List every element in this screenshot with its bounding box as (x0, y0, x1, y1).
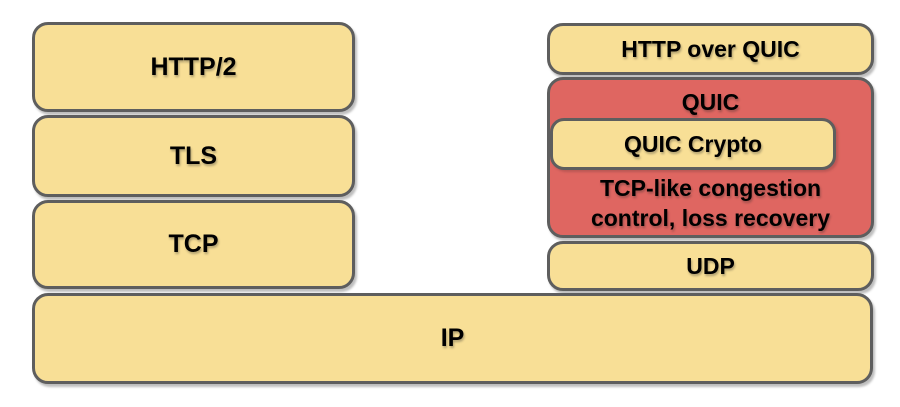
box-http2-label: HTTP/2 (150, 52, 237, 81)
box-quic-crypto: QUIC Crypto (550, 118, 836, 170)
box-quic-crypto-label: QUIC Crypto (624, 130, 762, 157)
box-quic: QUIC QUIC Crypto TCP-like congestion con… (547, 77, 874, 238)
quic-congestion-text: TCP-like congestion control, loss recove… (550, 173, 871, 233)
quic-congestion-line2: control, loss recovery (590, 205, 831, 231)
box-tls-label: TLS (169, 141, 218, 170)
box-ip-label: IP (440, 324, 465, 352)
box-http2: HTTP/2 (32, 22, 355, 112)
box-http-over-quic-label: HTTP over QUIC (621, 35, 800, 62)
box-udp-label: UDP (686, 252, 735, 279)
quic-title: QUIC (681, 89, 740, 115)
box-tls: TLS (32, 115, 355, 197)
box-udp: UDP (547, 241, 874, 291)
box-tcp: TCP (32, 200, 355, 289)
box-ip: IP (32, 293, 873, 384)
box-http-over-quic: HTTP over QUIC (547, 23, 874, 75)
box-tcp-label: TCP (168, 230, 219, 258)
quic-congestion-line1: TCP-like congestion (599, 175, 822, 201)
